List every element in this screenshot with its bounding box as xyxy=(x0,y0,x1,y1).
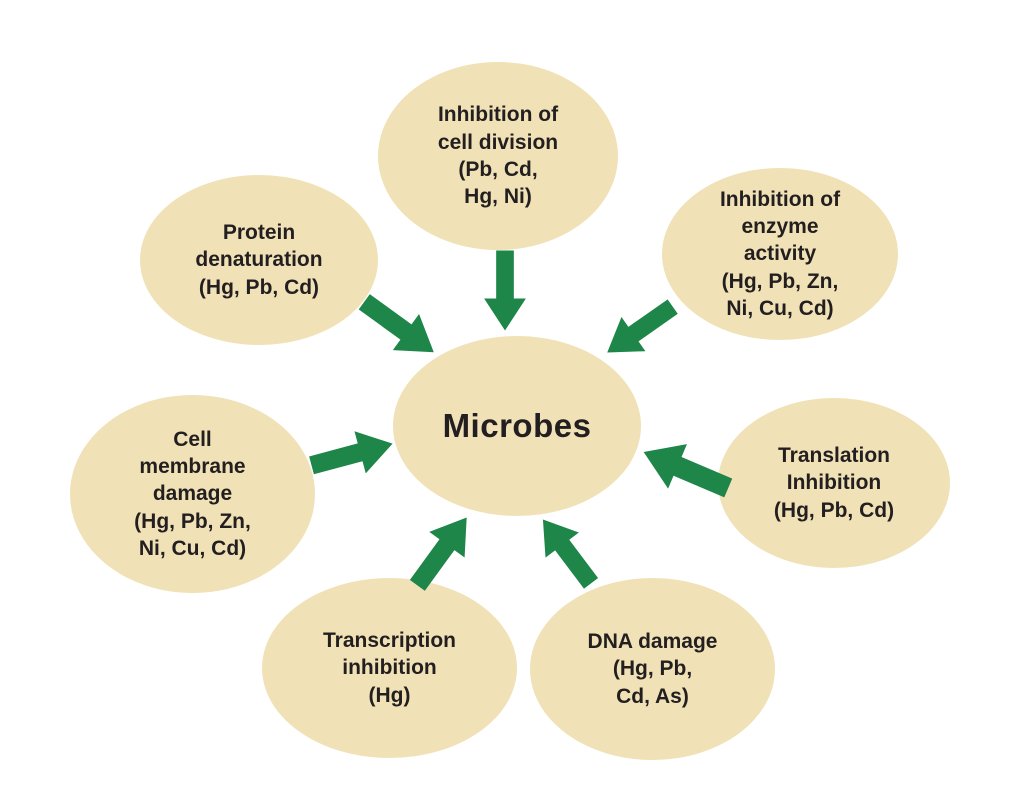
node-cell-membrane-damage: Cell membrane damage (Hg, Pb, Zn, Ni, Cu… xyxy=(70,395,315,593)
node-inhibition-of-enzyme-activity-label: Inhibition of enzyme activity (Hg, Pb, Z… xyxy=(719,187,841,320)
node-inhibition-of-cell-division-label: Inhibition of cell division (Pb, Cd, Hg,… xyxy=(437,103,559,209)
node-dna-damage: DNA damage (Hg, Pb, Cd, As) xyxy=(530,578,775,760)
node-dna-damage-label: DNA damage (Hg, Pb, Cd, As) xyxy=(587,630,718,708)
node-transcription-inhibition-label: Transcription inhibition (Hg) xyxy=(322,629,457,707)
node-transcription-inhibition: Transcription inhibition (Hg) xyxy=(262,578,517,758)
node-translation-inhibition-label: Translation Inhibition (Hg, Pb, Cd) xyxy=(773,444,895,522)
arrow-down-left-icon xyxy=(607,299,678,353)
node-microbes-label: Microbes xyxy=(442,407,592,444)
arrow-down-right-icon xyxy=(358,294,434,353)
node-microbes: Microbes xyxy=(393,336,641,516)
arrow-right-icon xyxy=(309,431,393,475)
node-protein-denaturation: Protein denaturation (Hg, Pb, Cd) xyxy=(140,175,378,345)
arrow-left-icon xyxy=(643,444,733,498)
node-inhibition-of-cell-division: Inhibition of cell division (Pb, Cd, Hg,… xyxy=(378,62,618,250)
arrow-up-right-icon xyxy=(409,517,467,591)
arrow-down-icon xyxy=(484,250,526,331)
node-translation-inhibition: Translation Inhibition (Hg, Pb, Cd) xyxy=(718,398,950,568)
node-inhibition-of-enzyme-activity: Inhibition of enzyme activity (Hg, Pb, Z… xyxy=(662,168,898,340)
node-cell-membrane-damage-label: Cell membrane damage (Hg, Pb, Zn, Ni, Cu… xyxy=(134,427,251,560)
node-protein-denaturation-label: Protein denaturation (Hg, Pb, Cd) xyxy=(195,221,323,299)
arrow-up-left-icon xyxy=(542,519,599,589)
